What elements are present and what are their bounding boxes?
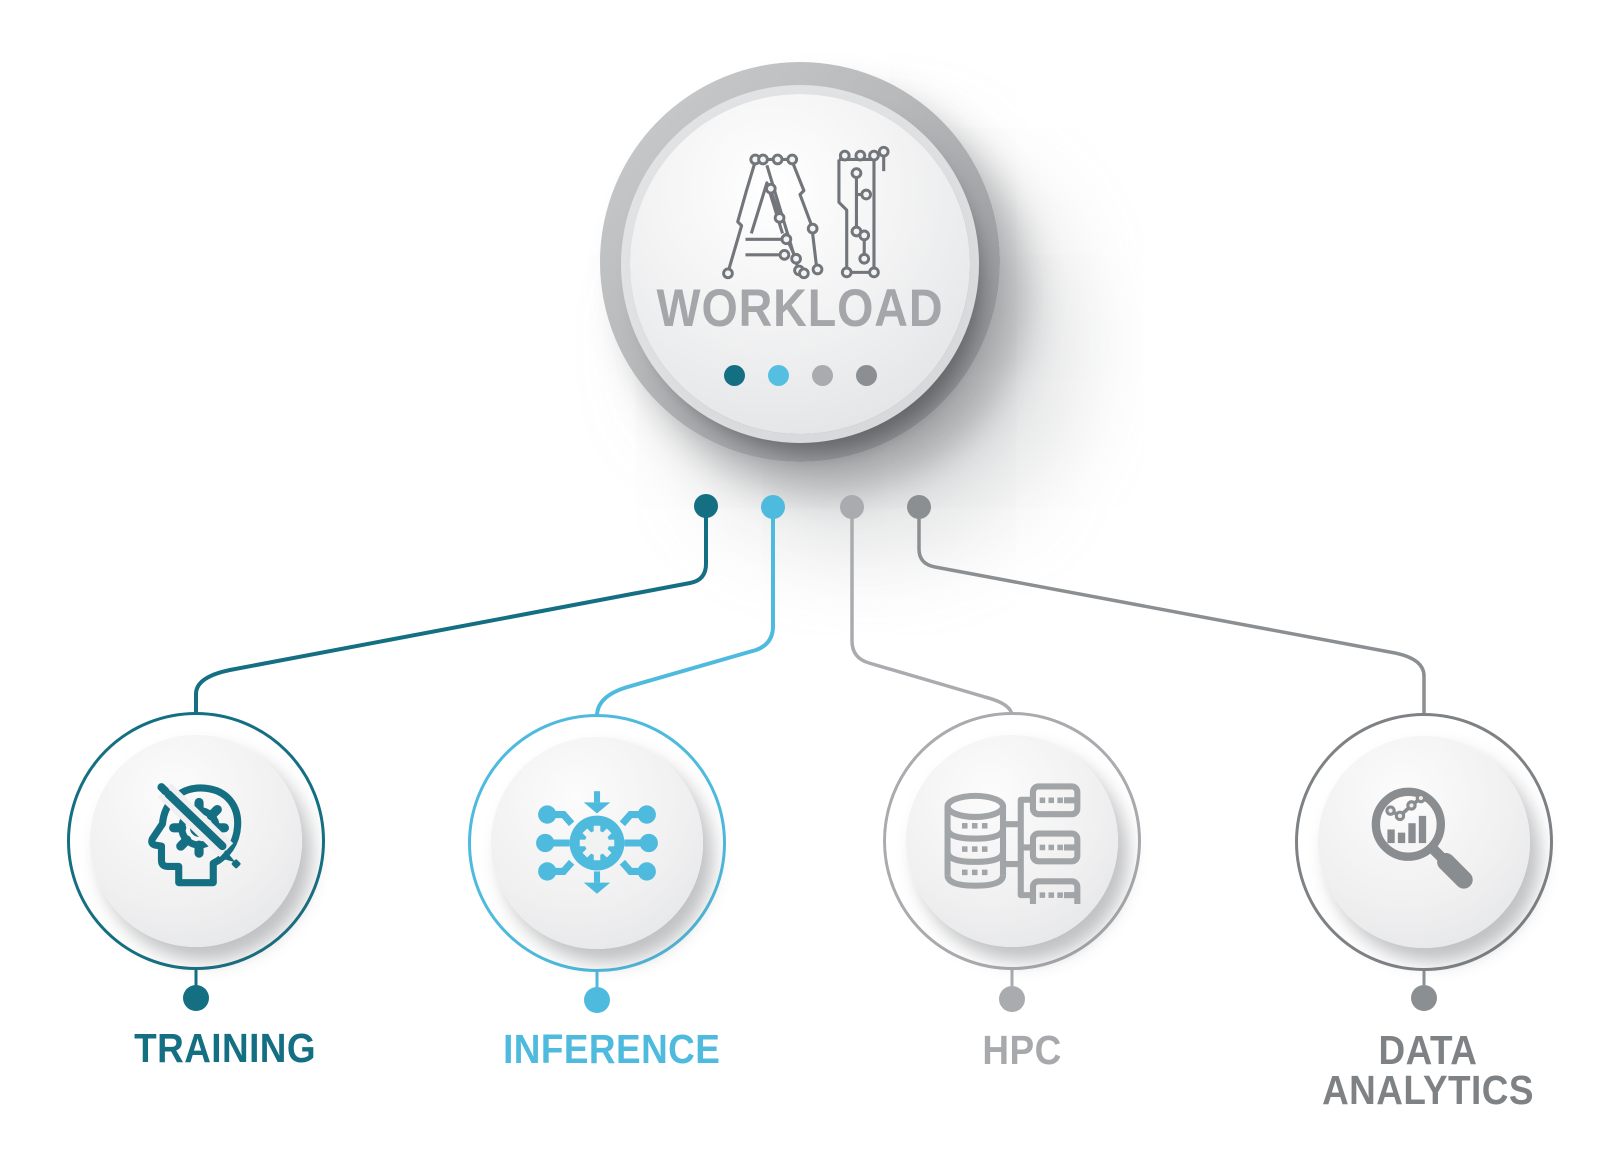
connector-line-data-analytics (917, 505, 1426, 719)
branch-node-training (67, 712, 325, 970)
hub-ring: AI (600, 62, 1000, 462)
converge-gear-icon (536, 791, 658, 894)
connector-dot-data-analytics (907, 495, 931, 519)
branch-node-data-analytics (1295, 713, 1553, 971)
ai-circuit-logo-svg (722, 145, 890, 280)
connector-dot-hpc (840, 495, 864, 519)
progress-dot-lightgray (811, 365, 833, 386)
connector-line-training (194, 505, 708, 718)
connector-line-inference (595, 505, 775, 718)
hub-title-text: WORKLOAD (656, 279, 944, 338)
progress-dot-teal (723, 365, 745, 386)
branch-dot-hpc (999, 986, 1025, 1012)
magnifier-analytics-icon (1371, 787, 1473, 889)
training-node-disc (90, 735, 302, 947)
hub-disc: AI (630, 94, 970, 434)
database-servers-icon (944, 783, 1081, 904)
connector-dot-training (694, 494, 718, 518)
inference-node-disc (491, 737, 703, 949)
branch-node-inference (468, 714, 726, 972)
hub-title: WORKLOAD (630, 278, 970, 339)
hub-progress-dots (630, 365, 970, 386)
head-gear-pencil-icon (148, 783, 242, 887)
connector-line-hpc (850, 505, 1014, 718)
hpc-node-disc (906, 735, 1118, 947)
branch-label-training: TRAINING (134, 1025, 316, 1071)
ai-circuit-logo: AI (702, 140, 898, 286)
branch-label-data-analytics: DATA ANALYTICS (1322, 1027, 1534, 1113)
connector-dot-inference (761, 495, 785, 519)
progress-dot-gray (855, 365, 877, 386)
branch-label-hpc: HPC (982, 1027, 1062, 1073)
branch-dot-training (183, 985, 209, 1011)
progress-dot-blue (767, 365, 789, 386)
data-analytics-node-disc (1318, 736, 1530, 948)
branch-dot-inference (584, 987, 610, 1013)
branch-dot-data-analytics (1411, 985, 1437, 1011)
branch-node-hpc (883, 712, 1141, 970)
branch-label-inference: INFERENCE (503, 1026, 721, 1072)
